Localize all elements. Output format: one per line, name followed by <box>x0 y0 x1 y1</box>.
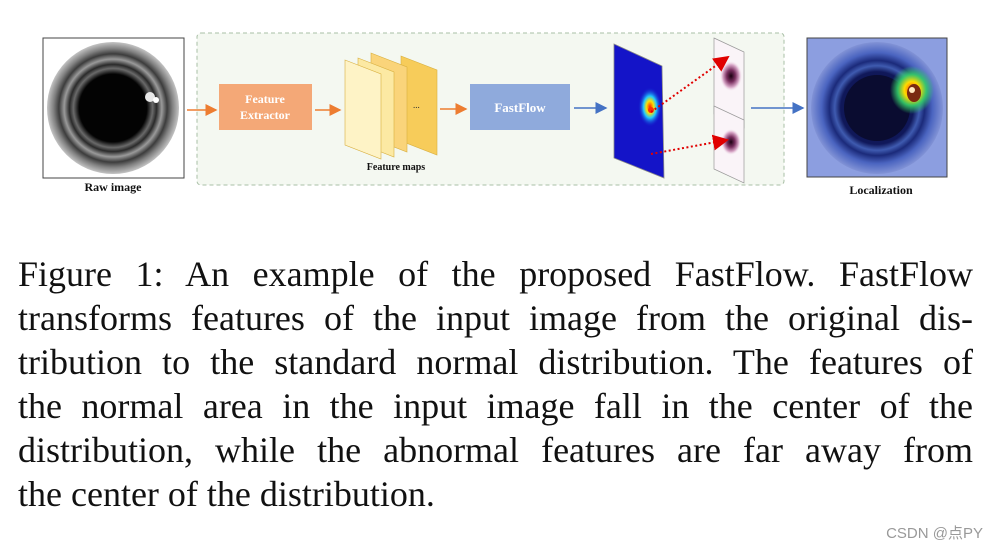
feature-extractor-label-line1: Feature <box>245 92 285 106</box>
caption-line: Figure 1: An example of the proposed Fas… <box>18 254 973 294</box>
feature-extractor-box: Feature Extractor <box>219 84 312 130</box>
fastflow-pipeline-diagram: Raw image Feature Extractor ... Feature … <box>42 32 948 197</box>
feature-maps-label: Feature maps <box>367 162 426 173</box>
localization-panel <box>806 37 948 178</box>
csdn-watermark: CSDN @点PY <box>886 525 983 542</box>
feature-extractor-label-line2: Extractor <box>240 108 291 122</box>
fastflow-label: FastFlow <box>494 100 546 115</box>
feature-maps-stack: ... <box>344 52 438 160</box>
caption-line: distribution, while the abnormal feature… <box>18 430 973 470</box>
localization-label: Localization <box>849 183 913 197</box>
feature-maps-ellipsis: ... <box>413 100 420 110</box>
caption-line: the normal area in the input image fall … <box>18 386 973 426</box>
raw-image-panel <box>42 37 185 179</box>
distribution-heatmap-plane <box>613 43 665 179</box>
caption-line: the center of the distribution. <box>18 474 435 514</box>
fastflow-box: FastFlow <box>470 84 570 130</box>
caption-line: transforms features of the input image f… <box>18 298 973 338</box>
raw-image-label: Raw image <box>85 180 143 194</box>
figure-caption: Figure 1: An example of the proposed Fas… <box>18 252 973 516</box>
normal-feature-arrow <box>650 134 729 155</box>
caption-line: tribution to the standard normal distrib… <box>18 342 973 382</box>
normal-density-plane <box>713 105 745 184</box>
